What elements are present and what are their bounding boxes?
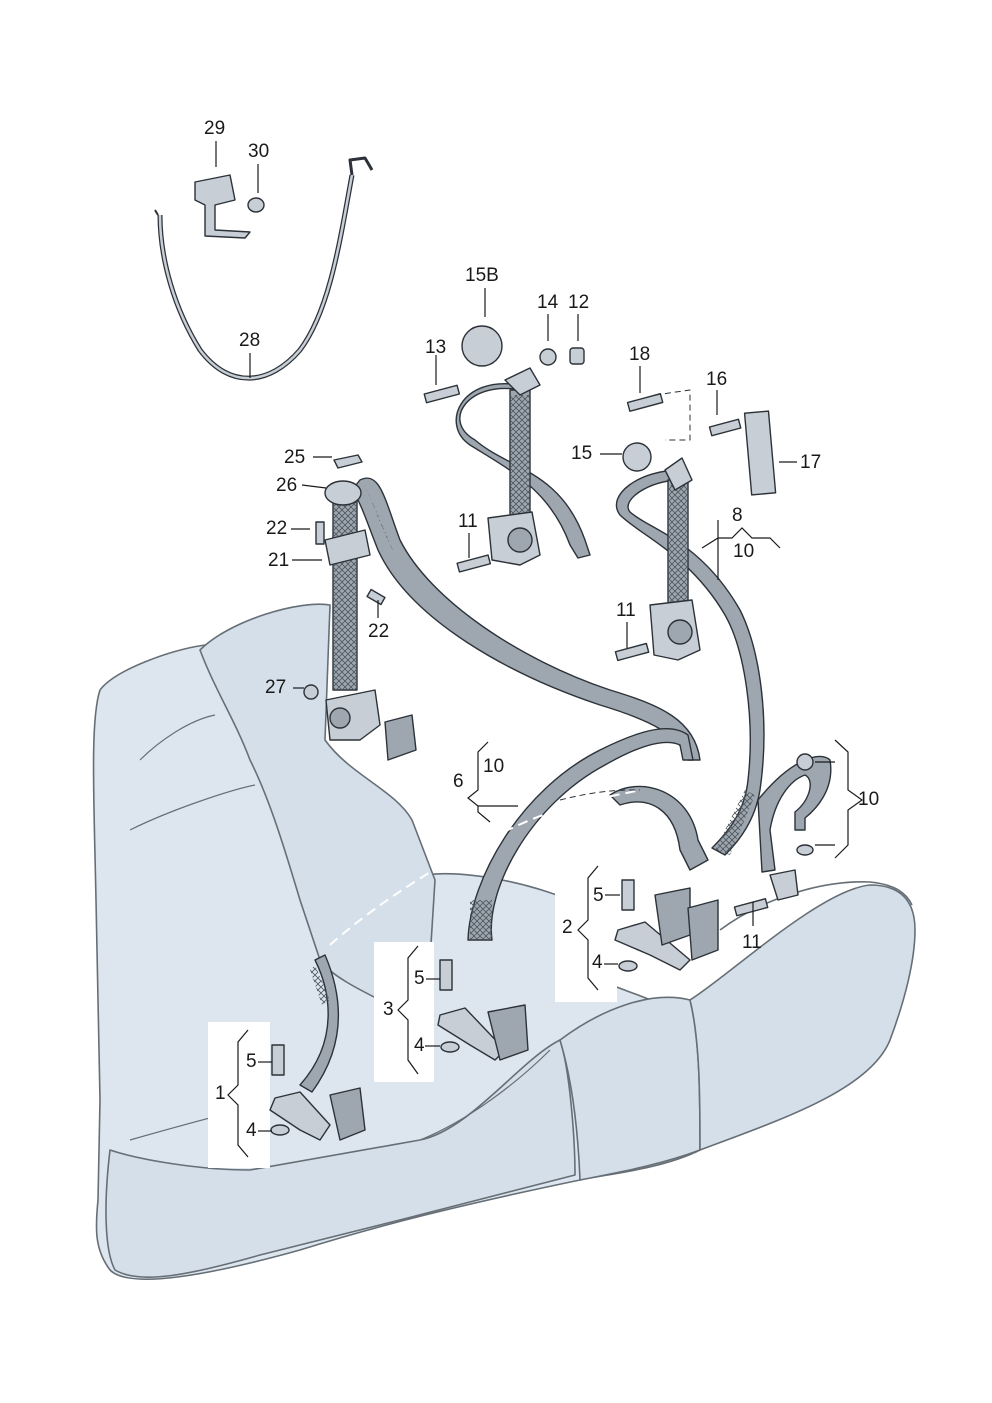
- label-panels: [208, 862, 617, 1168]
- middle-belt-assembly: [423, 325, 591, 573]
- callout-5c: 5: [246, 1051, 257, 1072]
- cover-cap: [333, 454, 363, 469]
- bolt-22-upper: [315, 521, 325, 545]
- callout-21: 21: [268, 550, 290, 571]
- callout-13: 13: [425, 337, 447, 358]
- bolt-16: [708, 418, 742, 437]
- height-adjuster: [324, 529, 371, 566]
- callout-4b: 4: [414, 1035, 425, 1056]
- callout-17: 17: [800, 452, 822, 473]
- washer-4-mid: [440, 1041, 460, 1053]
- buckle-3: [437, 959, 529, 1061]
- center-lap-tongue: [609, 785, 709, 871]
- callout-6: 6: [453, 771, 464, 792]
- nut-27: [303, 684, 319, 700]
- callout-15: 15: [571, 443, 593, 464]
- callout-5a: 5: [593, 885, 604, 906]
- callout-5b: 5: [414, 968, 425, 989]
- callout-28: 28: [239, 330, 261, 351]
- callout-4a: 4: [592, 952, 603, 973]
- cap-10: [796, 753, 814, 771]
- callout-16: 16: [706, 369, 728, 390]
- nut-30: [247, 197, 265, 213]
- callout-4c: 4: [246, 1120, 257, 1141]
- seat-cushion-right: [689, 884, 916, 1151]
- callout-22b: 22: [368, 621, 390, 642]
- bolt-11-middle: [456, 554, 492, 573]
- left-belt-assembly: [303, 454, 701, 761]
- bolt-5-mid: [439, 959, 453, 991]
- callout-1: 1: [215, 1083, 226, 1104]
- bolt-18: [626, 393, 664, 412]
- callout-30: 30: [248, 141, 270, 162]
- right-belt-assembly: [614, 389, 777, 856]
- callout-11a: 11: [458, 511, 478, 532]
- right-side-lap-belt: [757, 755, 832, 873]
- callout-10c: 10: [858, 789, 880, 810]
- callout-12: 12: [568, 292, 590, 313]
- callout-22a: 22: [266, 518, 288, 539]
- callout-11b: 11: [616, 600, 636, 621]
- bolt-11-right: [614, 642, 650, 662]
- callout-11c: 11: [742, 932, 762, 953]
- washer-4-lower: [270, 1124, 290, 1136]
- lap-belts: [329, 728, 832, 946]
- callout-8: 8: [732, 505, 743, 526]
- bracket-29: [194, 174, 251, 239]
- callout-27: 27: [265, 677, 287, 698]
- washer-14: [539, 348, 557, 366]
- right-anchor-plate: [664, 457, 693, 491]
- buckles: [269, 879, 719, 1141]
- cap-15b: [461, 325, 503, 367]
- callout-10b: 10: [483, 756, 505, 777]
- cap-15: [622, 442, 652, 472]
- bolt-5-lower: [271, 1044, 285, 1076]
- bolt-5-upper: [621, 879, 635, 911]
- bracket-17: [743, 410, 777, 496]
- bolt-22-lower: [366, 588, 386, 606]
- bolt-13: [423, 384, 461, 404]
- release-cable: [154, 156, 374, 381]
- guide-loop: [324, 480, 362, 506]
- washer-10: [796, 844, 814, 856]
- spacer-12: [569, 347, 585, 365]
- callout-25: 25: [284, 447, 306, 468]
- washer-4-upper: [618, 960, 638, 972]
- middle-anchor-plate: [504, 367, 541, 396]
- callout-26: 26: [276, 475, 298, 496]
- callout-29: 29: [204, 118, 226, 139]
- rear-seat-bench: [92, 603, 916, 1281]
- buckle-2: [614, 879, 719, 972]
- bolt-11-lower: [733, 898, 769, 917]
- callout-15b: 15B: [465, 265, 499, 286]
- callout-2: 2: [562, 917, 573, 938]
- callout-14: 14: [537, 292, 559, 313]
- leader-lines: [215, 141, 864, 1158]
- seat-cushion-middle: [559, 996, 701, 1181]
- callout-18: 18: [629, 344, 651, 365]
- buckle-1: [269, 954, 366, 1141]
- callout-3: 3: [383, 999, 394, 1020]
- callout-10a: 10: [733, 541, 755, 562]
